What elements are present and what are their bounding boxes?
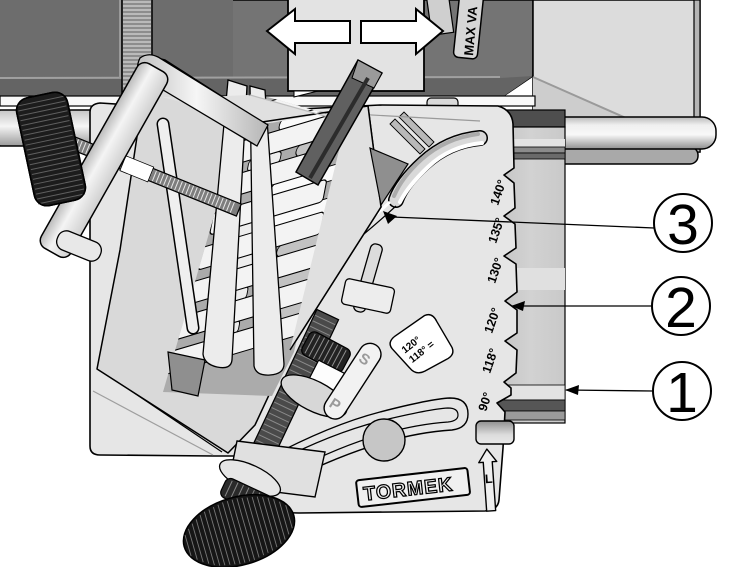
svg-text:1: 1 bbox=[666, 361, 698, 425]
svg-text:3: 3 bbox=[667, 193, 699, 257]
svg-text:90°: 90° bbox=[476, 391, 495, 413]
svg-text:2: 2 bbox=[665, 276, 697, 340]
svg-text:L: L bbox=[484, 472, 493, 487]
svg-text:MAX VA: MAX VA bbox=[461, 5, 480, 56]
